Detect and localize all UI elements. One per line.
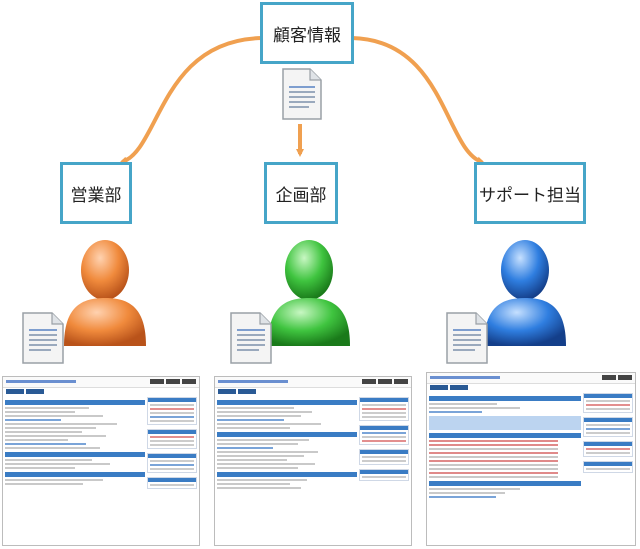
thumb-titlebar (215, 377, 411, 388)
thumb-tabs (215, 388, 411, 397)
sales-box: 営業部 (60, 162, 132, 224)
arrow-to-sales (119, 36, 263, 165)
thumb-main (5, 397, 145, 543)
thumb-tabs (3, 388, 199, 397)
thumb-side (583, 393, 633, 543)
person-icon-planning (268, 240, 350, 346)
document-icon-planning (230, 312, 272, 364)
planning-box: 企画部 (264, 162, 338, 224)
thumb-tabs (427, 384, 635, 393)
person-icon-support (484, 240, 566, 346)
screenshot-thumbnail-sales (2, 376, 200, 546)
thumb-side (359, 397, 409, 543)
person-icon-sales (64, 240, 146, 346)
thumb-titlebar (3, 377, 199, 388)
customer-info-box: 顧客情報 (260, 2, 354, 64)
thumb-side (147, 397, 197, 543)
sales-label: 営業部 (70, 185, 122, 206)
support-label: サポート担当 (479, 185, 581, 206)
thumb-main (429, 393, 581, 543)
support-box: サポート担当 (474, 162, 586, 224)
document-icon (282, 68, 322, 120)
document-icon-sales (22, 312, 64, 364)
screenshot-thumbnail-support (426, 372, 636, 546)
thumb-main (217, 397, 357, 543)
thumb-titlebar (427, 373, 635, 384)
screenshot-thumbnail-planning (214, 376, 412, 546)
arrow-to-support (351, 36, 485, 165)
customer-info-label: 顧客情報 (273, 25, 341, 46)
document-icon-support (446, 312, 488, 364)
planning-label: 企画部 (275, 185, 327, 206)
